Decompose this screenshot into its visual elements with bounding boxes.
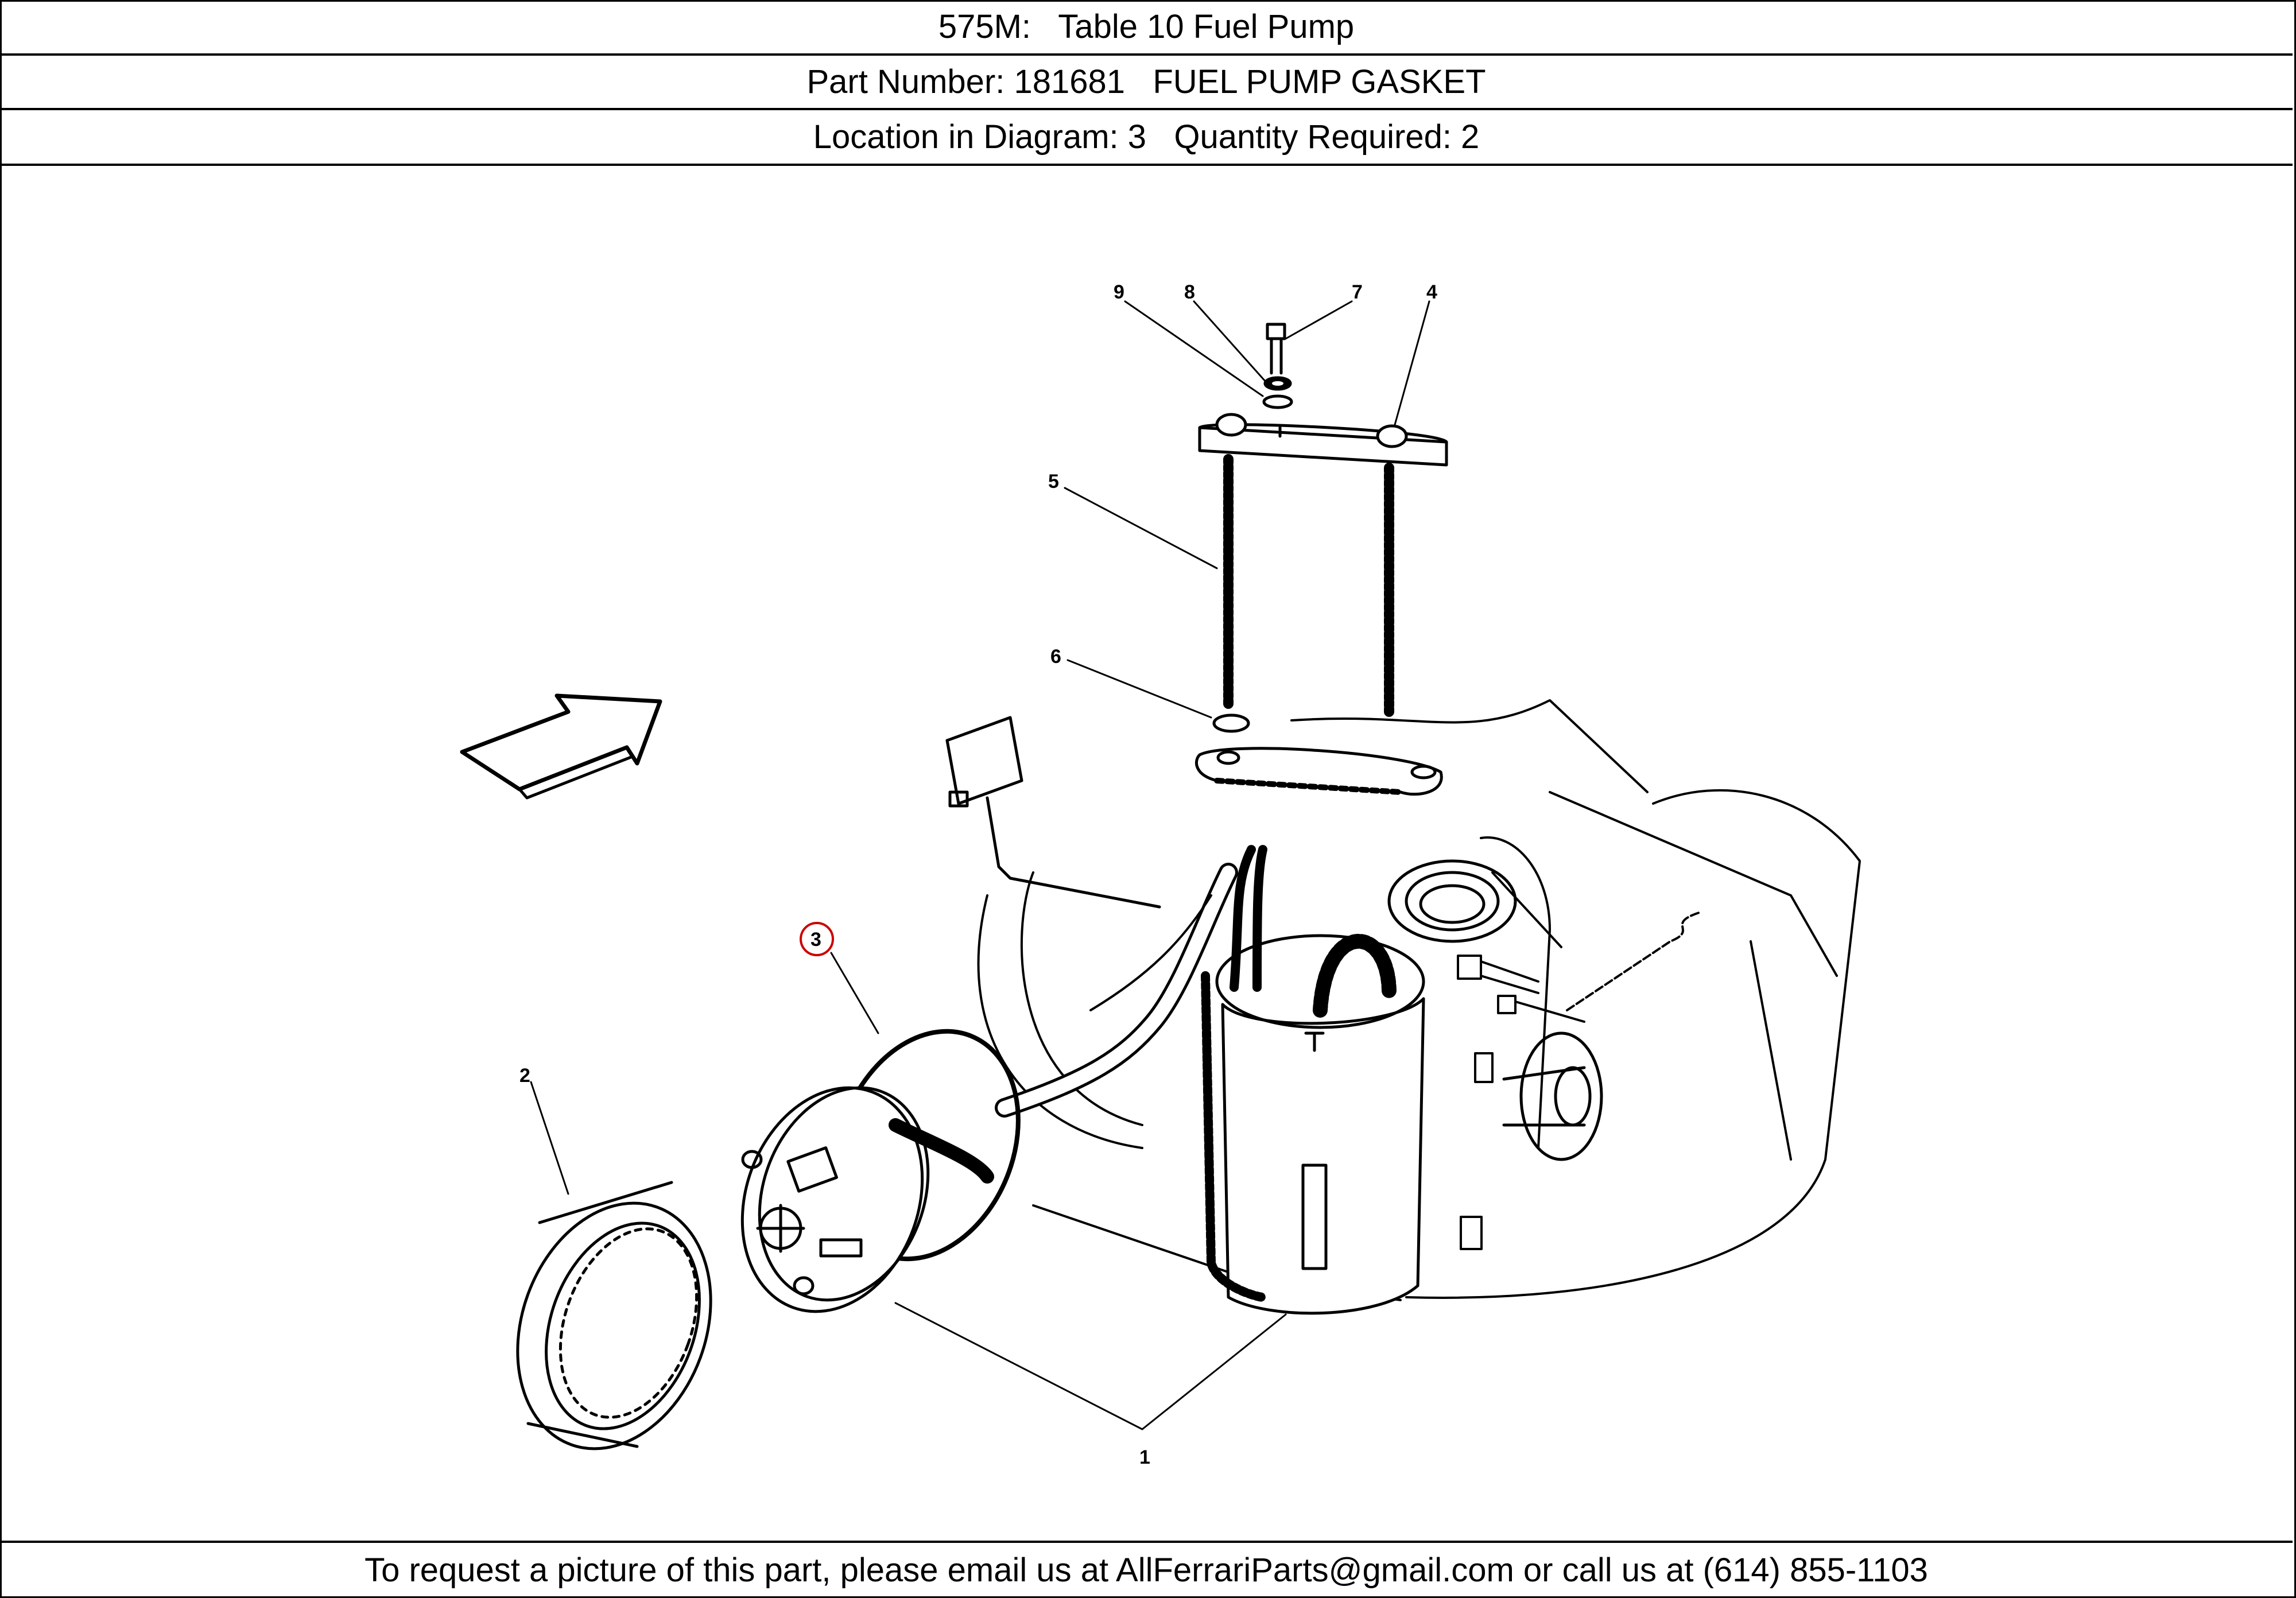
- callout-2: 2: [519, 1065, 530, 1087]
- fuel-hoses: [995, 863, 1238, 1118]
- callout-3: 3: [810, 929, 821, 951]
- bolt-and-washers: [1262, 323, 1293, 409]
- callout-9: 9: [1114, 281, 1124, 303]
- part-number-line: Part Number: 181681 FUEL PUMP GASKET: [0, 56, 2293, 110]
- filler-neck: [1502, 1031, 1603, 1161]
- contact-footer: To request a picture of this part, pleas…: [0, 1541, 2293, 1597]
- lower-plate: [1194, 747, 1443, 796]
- direction-arrow: [460, 693, 662, 800]
- callout-7: 7: [1352, 281, 1363, 303]
- callout-labels: 9 8 7 4 5 6 3 2 1: [519, 281, 1437, 1468]
- callout-6: 6: [1050, 646, 1061, 668]
- highlight-circle: [800, 922, 834, 956]
- pump-flange: [740, 1086, 994, 1313]
- threaded-rods: [1223, 454, 1394, 717]
- level-sender: [945, 716, 1161, 909]
- fuel-tank-outline: [977, 699, 1861, 1301]
- callout-4: 4: [1426, 281, 1437, 303]
- callout-5: 5: [1048, 471, 1059, 492]
- location-quantity-line: Location in Diagram: 3 Quantity Required…: [0, 110, 2293, 166]
- callout-1: 1: [1139, 1446, 1150, 1468]
- callout-8: 8: [1184, 281, 1195, 303]
- page-title: 575M: Table 10 Fuel Pump: [0, 0, 2293, 56]
- lock-ring: [516, 1181, 712, 1450]
- leader-lines: [530, 300, 1430, 1430]
- tank-opening: [1387, 859, 1517, 943]
- side-bolts: [1457, 912, 1700, 1023]
- exploded-parts-diagram: 9 8 7 4 5 6 3 2 1: [0, 166, 2293, 1541]
- small-seal-ring: [1212, 713, 1250, 733]
- top-bracket: [1198, 413, 1448, 467]
- pump-canister: [1201, 845, 1425, 1315]
